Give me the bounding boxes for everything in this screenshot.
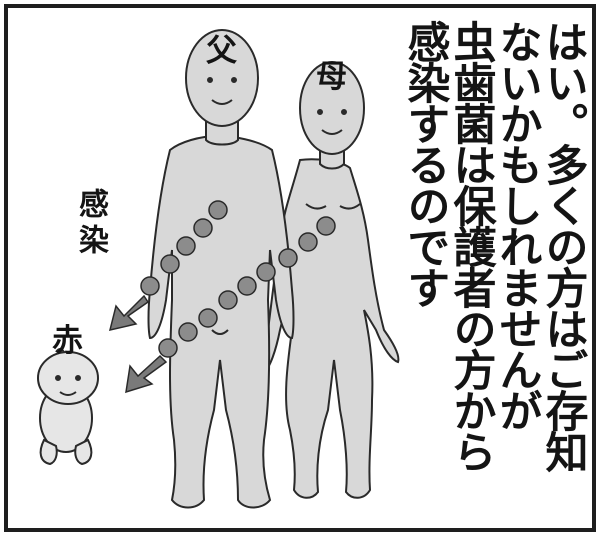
infection-label: 感染 — [73, 188, 108, 260]
mother-figure — [262, 61, 400, 499]
narration-column-1: はい。多くの方はご存知 — [538, 20, 588, 471]
bacteria-chain-mother — [158, 216, 336, 358]
baby-face — [55, 348, 81, 396]
bacteria-chain-father — [140, 200, 228, 296]
father-figure — [147, 29, 295, 509]
infection-arrow-upper — [108, 294, 150, 332]
infection-arrow-lower — [125, 354, 168, 394]
father-face — [207, 77, 237, 335]
mother-face — [305, 109, 361, 210]
baby-label: 赤 — [52, 323, 83, 359]
narration-column-3: 虫歯菌は保護者の方から — [446, 20, 496, 471]
narration-column-2: ないかもしれませんが — [492, 20, 542, 430]
father-label: 父 — [206, 33, 237, 69]
narration-column-4: 感染するのです — [400, 20, 450, 307]
mother-label: 母 — [316, 59, 347, 95]
baby-figure — [37, 351, 99, 466]
